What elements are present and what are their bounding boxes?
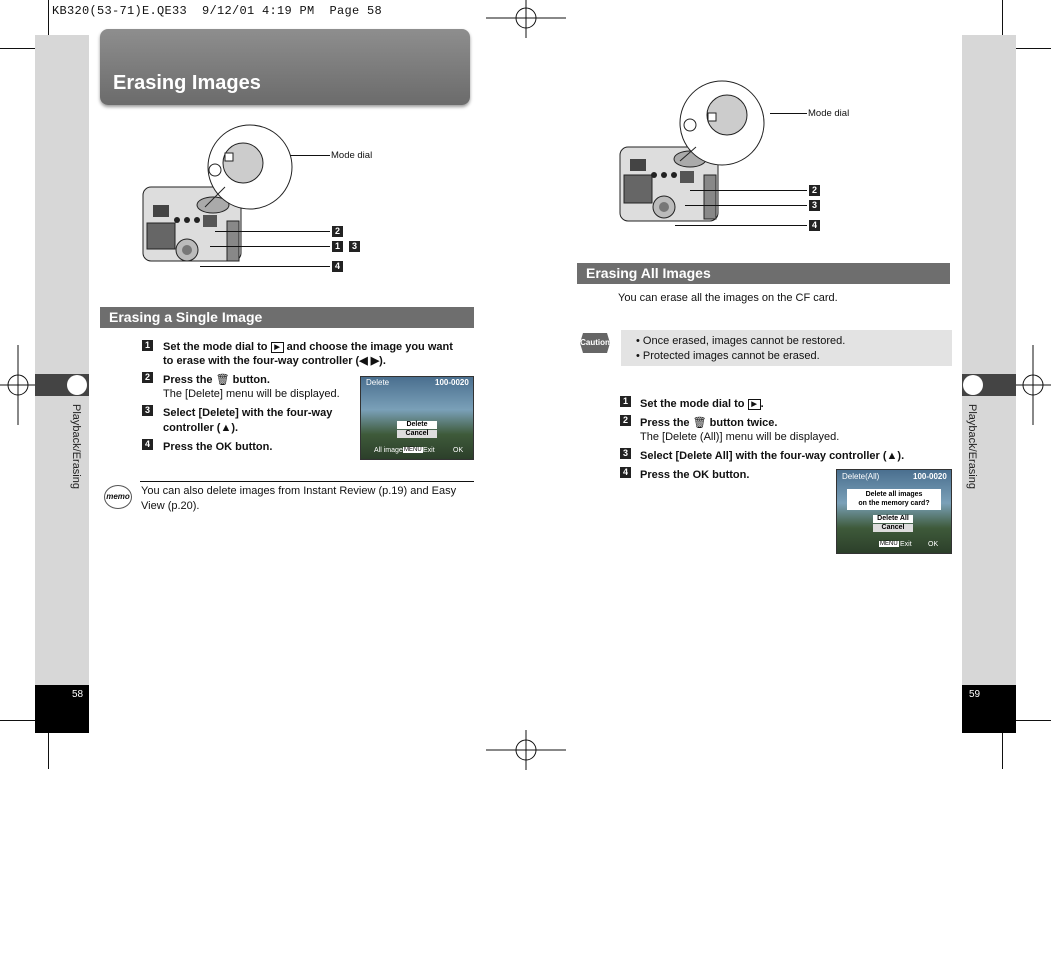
page-number-right: 59 (969, 689, 981, 700)
callout-number: 3 (349, 241, 360, 252)
screen-title: Delete (366, 378, 390, 387)
step-text: Select [Delete All] with the four-way co… (640, 450, 905, 462)
callout-line (200, 266, 330, 267)
mode-dial-leader (290, 155, 330, 156)
crop-mark (0, 720, 36, 721)
caution-icon: Caution (580, 333, 610, 353)
screen-footer-menu-badge: MENU (879, 541, 899, 547)
right-side-strip (962, 35, 1016, 685)
caution-item: • Protected images cannot be erased. (636, 350, 820, 362)
step-text: Set the mode dial to ▶. (640, 398, 764, 410)
callout-line (675, 225, 807, 226)
step-note: The [Delete (All)] menu will be displaye… (640, 431, 840, 443)
step-text: Set the mode dial to ▶ and choose the im… (163, 341, 453, 353)
step-text: Press the 🗑 button twice. (640, 417, 778, 429)
callout-line (685, 205, 807, 206)
trash-icon: 🗑 (215, 374, 230, 386)
screen-footer-ok: OK (453, 447, 464, 454)
menu-item-delete-all: Delete All (873, 515, 913, 523)
step-number: 3 (620, 448, 631, 459)
right-page-footer (962, 685, 1016, 733)
caution-box (621, 330, 952, 366)
screen-footer-exit: Exit (423, 447, 435, 454)
callout-line (690, 190, 807, 191)
callout-line (215, 231, 330, 232)
title-banner (100, 29, 470, 105)
lcd-screen-delete (360, 376, 474, 460)
step-text: Select [Delete] with the four-way (163, 407, 333, 419)
registration-mark (0, 345, 36, 425)
step-text: Press the OK button. (163, 441, 273, 453)
mode-dial-label-right: Mode dial (808, 108, 850, 119)
intro-text: You can erase all the images on the CF c… (618, 292, 838, 304)
step-text: Press the OK button. (640, 469, 750, 481)
section-header-single: Erasing a Single Image (100, 307, 474, 328)
crop-mark (1015, 720, 1051, 721)
lcd-screen-delete-all (836, 469, 952, 554)
step-note: The [Delete] menu will be displayed. (163, 388, 340, 400)
callout-number: 2 (809, 185, 820, 196)
camera-illustration-right (619, 80, 765, 222)
step-text: Press the 🗑 button. (163, 374, 270, 386)
callout-number: 3 (809, 200, 820, 211)
trash-icon: 🗑 (692, 417, 707, 429)
caution-item: • Once erased, images cannot be restored… (636, 335, 846, 347)
step-number: 4 (142, 439, 153, 450)
step-text: to erase with the four-way controller (◀… (163, 355, 386, 367)
step-number: 1 (142, 340, 153, 351)
print-slug: KB320(53-71)E.QE33 9/12/01 4:19 PM Page … (52, 4, 383, 18)
step-text: controller (▲). (163, 422, 239, 434)
memo-divider (140, 481, 474, 482)
crop-mark (48, 733, 49, 769)
right-tab-circle (963, 375, 983, 395)
registration-mark (486, 0, 566, 38)
mode-dial-label: Mode dial (331, 150, 373, 161)
screen-footer-all-images: All images (374, 447, 407, 454)
callout-number: 1 (332, 241, 343, 252)
screen-footer-ok: OK (928, 541, 939, 548)
crop-mark (1002, 0, 1003, 36)
memo-text: View (p.20). (141, 500, 200, 512)
screen-title: Delete(All) (842, 472, 880, 481)
page-title: Erasing Images (113, 72, 261, 94)
left-page-footer (35, 685, 89, 733)
step-number: 2 (142, 372, 153, 383)
callout-number: 4 (809, 220, 820, 231)
screen-file-number: 100-0020 (435, 378, 469, 387)
memo-icon: memo (104, 485, 132, 509)
camera-illustration-left (142, 124, 293, 262)
screen-file-number: 100-0020 (913, 472, 947, 481)
screen-footer-menu-badge: MENU (403, 447, 423, 453)
memo-text: You can also delete images from Instant … (141, 485, 457, 497)
section-header-all: Erasing All Images (577, 263, 950, 284)
right-side-label: Playback/Erasing (966, 404, 978, 489)
crop-mark (48, 0, 49, 36)
registration-mark (1015, 345, 1051, 425)
mode-dial-leader (770, 113, 807, 114)
callout-number: 4 (332, 261, 343, 272)
crop-mark (1015, 48, 1051, 49)
menu-item-cancel: Cancel (873, 524, 913, 532)
page-number-left: 58 (72, 689, 84, 700)
left-side-label: Playback/Erasing (70, 404, 82, 489)
callout-number: 2 (332, 226, 343, 237)
registration-mark (486, 730, 566, 770)
step-number: 4 (620, 467, 631, 478)
left-side-strip (35, 35, 89, 685)
crop-mark (1002, 733, 1003, 769)
menu-item-delete: Delete (397, 421, 437, 429)
menu-item-cancel: Cancel (397, 430, 437, 438)
screen-footer-exit: Exit (900, 541, 912, 548)
playback-icon: ▶ (270, 341, 284, 353)
callout-line (210, 246, 330, 247)
step-number: 2 (620, 415, 631, 426)
crop-mark (0, 48, 36, 49)
step-number: 1 (620, 396, 631, 407)
playback-icon: ▶ (747, 398, 761, 410)
step-number: 3 (142, 405, 153, 416)
left-tab-circle (67, 375, 87, 395)
